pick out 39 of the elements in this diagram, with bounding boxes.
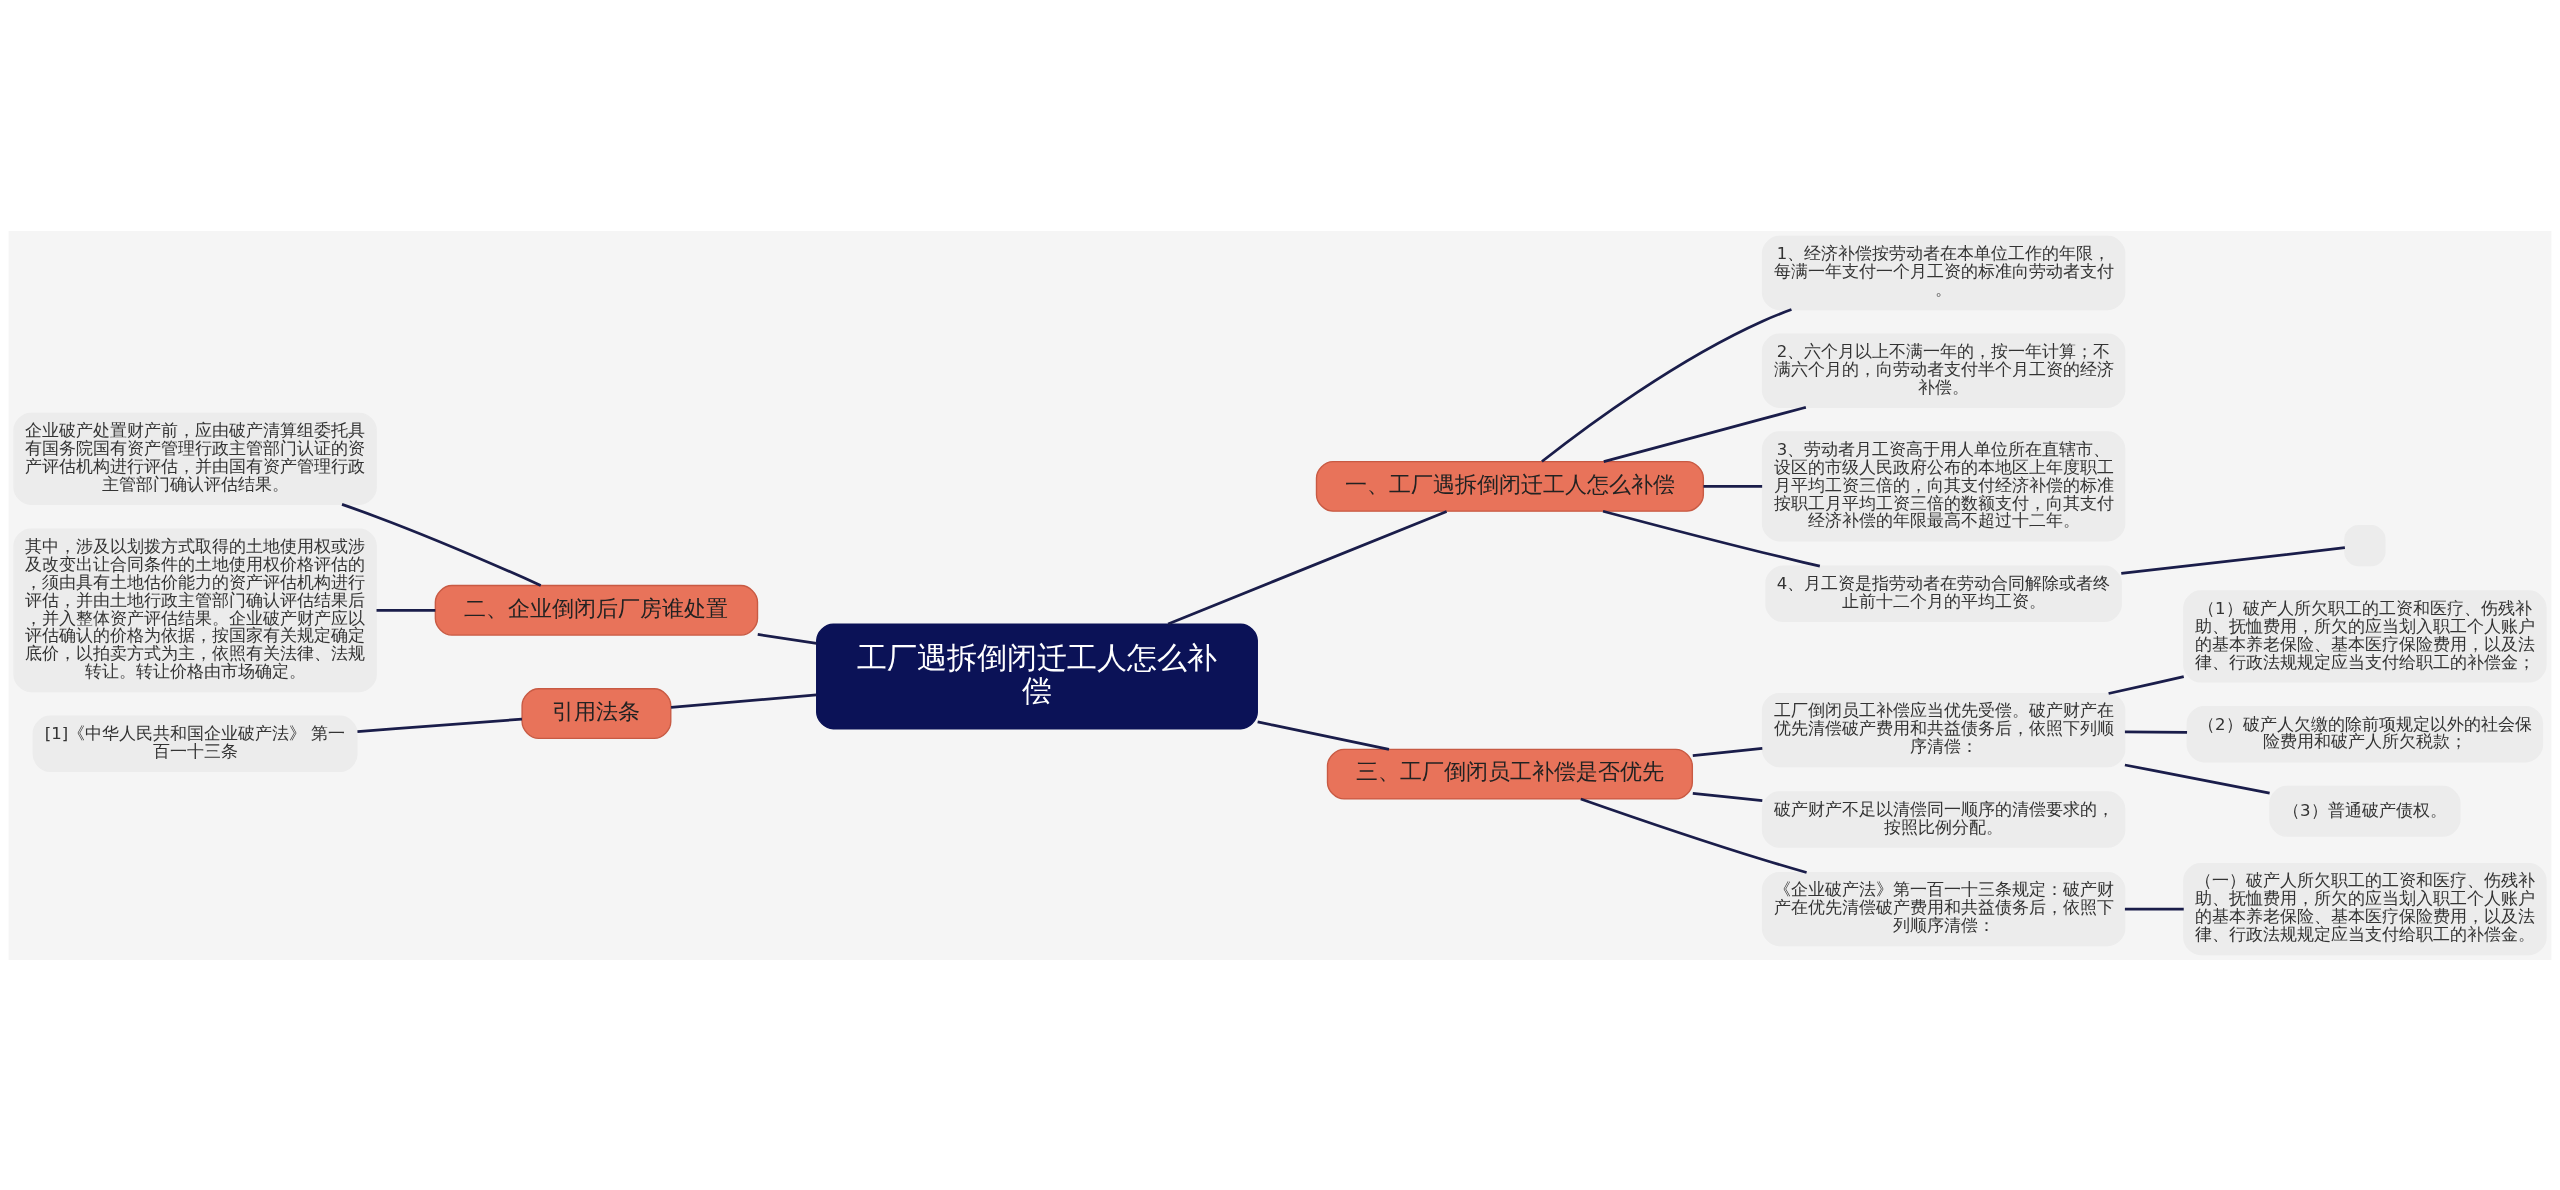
connector: [1692, 746, 1763, 757]
connector: [1692, 791, 1763, 802]
connector: [376, 608, 436, 612]
node-box: 企业破产处置财产前，应由破产清算组委托具有国务院国有资产管理行政主管部门认证的资产评估机构进行评估，并由国有资产管理行政主管部门确认评估结果。: [13, 412, 377, 505]
node-box: 三、工厂倒闭员工补偿是否优先: [1326, 748, 1694, 800]
node-box: （一）破产人所欠职工的工资和医疗、伤残补助、抚恤费用，所欠的应当划入职工个人账户的基本养老保险、基本医疗保险费用，以及法律、行政法规规定应当支付给职工的补偿金。: [2183, 862, 2547, 955]
connector: [1541, 307, 1792, 463]
node-box: （3）普通破产债权。: [2269, 785, 2461, 837]
node-box: （1）破产人所欠职工的工资和医疗、伤残补助、抚恤费用，所欠的应当划入职工个人账户的基本养老保险、基本医疗保险费用，以及法律、行政法规规定应当支付给职工的补偿金；: [2183, 589, 2547, 683]
node-box: 其中，涉及以划拨方式取得的土地使用权或涉及改变出让合同条件的土地使用权价格评估的，须由具有土地估价能力的资产评估机构进行评估，并由土地行政主管部门确认评估结果后，并入整体资产评估结果。企业破产财产应以评估确认的价格为依据，按国家有关规定确定底价，以拍卖方式为主，依照有关法律、法规转让。转让价格由市场确定。: [13, 527, 377, 692]
node-box: 2、六个月以上不满一年的，按一年计算；不满六个月的，向劳动者支付半个月工资的经济补偿。: [1761, 333, 2126, 408]
connector: [1580, 797, 1807, 874]
connector: [1603, 405, 1807, 463]
connector: [2108, 674, 2185, 695]
connector: [357, 717, 523, 733]
connector: [1703, 484, 1763, 488]
connector: [341, 502, 542, 587]
node-box: 1、经济补偿按劳动者在本单位工作的年限，每满一年支付一个月工资的标准向劳动者支付。: [1761, 235, 2126, 310]
node-box: 3、劳动者月工资高于用人单位所在直辖市、设区的市级人民政府公布的本地区上年度职工月平均工资三倍的，向其支付经济补偿的标准按职工月平均工资三倍的数额支付，向其支付经济补偿的年限最高不超过十二年。: [1761, 430, 2126, 541]
connector: [2124, 907, 2184, 910]
node-box: [1]《中华人民共和国企业破产法》 第一百一十三条: [32, 715, 358, 772]
connector: [2124, 730, 2188, 734]
connector: [1257, 720, 1390, 751]
node-box: 破产财产不足以清偿同一顺序的清偿要求的，按照比例分配。: [1761, 790, 2126, 848]
node-box: [2344, 524, 2386, 566]
connector: [757, 632, 817, 645]
node-box: （2）破产人欠缴的除前项规定以外的社会保险费用和破产人所欠税款；: [2186, 705, 2544, 762]
node-box: 引用法条: [521, 687, 672, 739]
connector: [2121, 545, 2346, 575]
node-box: 工厂倒闭员工补偿应当优先受偿。破产财产在优先清偿破产费用和共益债务后，依照下列顺序清偿：: [1761, 692, 2126, 767]
connector: [1167, 509, 1448, 625]
connector: [670, 693, 817, 709]
node-box: 《企业破产法》第一百一十三条规定：破产财产在优先清偿破产费用和共益债务后，依照下列顺序清偿：: [1761, 871, 2126, 946]
connector: [2124, 763, 2270, 794]
node-box: 4、月工资是指劳动者在劳动合同解除或者终止前十二个月的平均工资。: [1765, 565, 2122, 622]
connector: [1602, 509, 1821, 568]
node-box: 工厂遇拆倒闭迁工人怎么补偿: [816, 622, 1258, 729]
node-box: 二、企业倒闭后厂房谁处置: [434, 584, 759, 636]
node-box: 一、工厂遇拆倒闭迁工人怎么补偿: [1315, 460, 1705, 512]
